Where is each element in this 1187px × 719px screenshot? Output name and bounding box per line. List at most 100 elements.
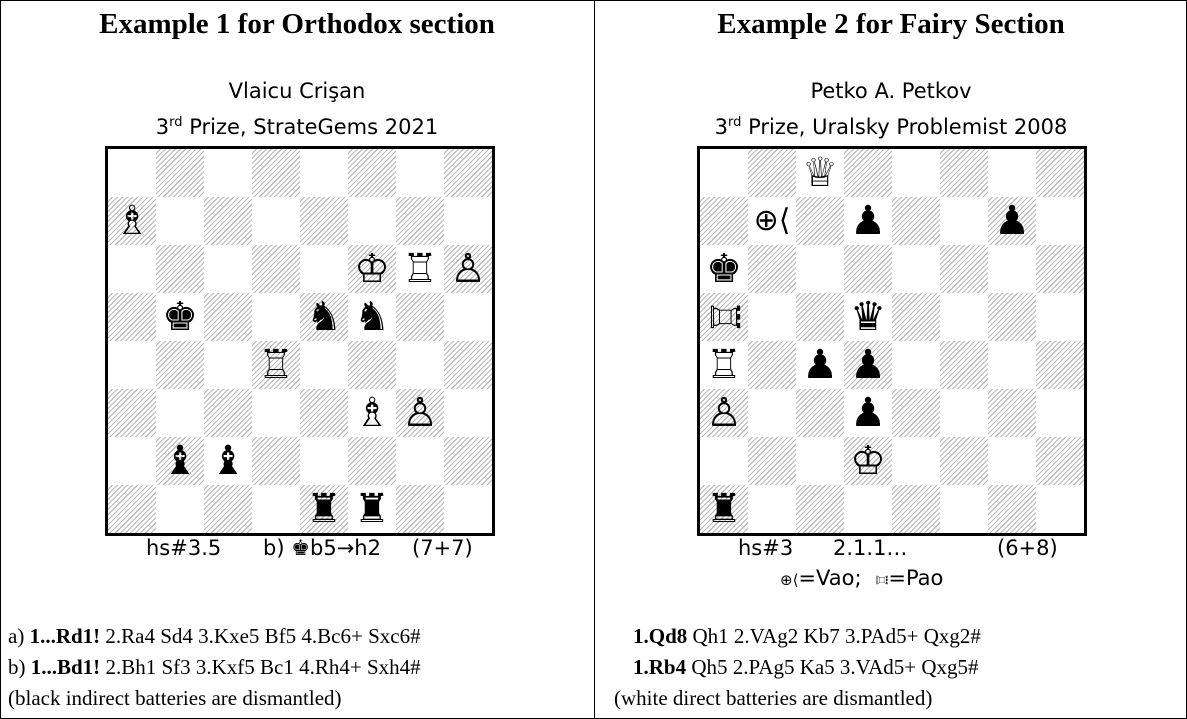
dark-square [396,485,444,533]
dark-square [844,245,892,293]
light-square [300,437,348,485]
dark-square [1036,437,1084,485]
dark-square [444,437,492,485]
dark-square [796,485,844,533]
dark-square [300,293,348,341]
right-heading: Example 2 for Fairy Section [717,8,1065,40]
pao-legend-icon: ♖ [872,573,891,587]
light-square [204,245,252,293]
white-rook-icon: ♖ [706,342,742,388]
dark-square [700,389,748,437]
light-square [1036,197,1084,245]
dark-square [1036,149,1084,197]
dark-square [252,149,300,197]
vao-legend-icon: ⊕⟨ [780,571,799,589]
white-pawn-icon: ♙ [706,390,742,436]
left-twin: b) ♚b5→h2 [263,536,381,560]
light-square [252,197,300,245]
dark-square [204,293,252,341]
dark-square [844,437,892,485]
dark-square [940,341,988,389]
light-square [300,245,348,293]
white-bishop-icon: ♗ [114,198,150,244]
black-pawn-icon: ♟ [850,342,886,388]
dark-square [700,293,748,341]
left-heading: Example 1 for Orthodox section [99,8,495,40]
dark-square [108,293,156,341]
light-square [796,437,844,485]
table-border-left [0,0,1,719]
dark-square [108,485,156,533]
left-piece-count: (7+7) [412,536,473,560]
dark-square [348,245,396,293]
black-knight-icon: ♞ [306,294,342,340]
right-chessboard: ♕⊕⟨♟♟♚♖♛♖♟♟♙♟♔♜ [697,146,1087,536]
dark-square [1036,245,1084,293]
light-square [892,437,940,485]
dark-square [204,197,252,245]
light-square [748,485,796,533]
light-square [940,485,988,533]
light-square [300,341,348,389]
light-square [796,245,844,293]
light-square [444,389,492,437]
dark-square [300,389,348,437]
white-pawn-icon: ♙ [402,390,438,436]
white-king-icon: ♔ [354,246,390,292]
black-rook-icon: ♜ [706,486,742,532]
dark-square [748,149,796,197]
dark-square [396,197,444,245]
light-square [892,245,940,293]
dark-square [940,437,988,485]
black-pawn-icon: ♟ [850,390,886,436]
right-note: (white direct batteries are dismantled) [614,686,933,710]
light-square [396,341,444,389]
left-solution-b: b) 1...Bd1! 2.Bh1 Sf3 3.Kxf5 Bc1 4.Rh4+ … [8,655,421,679]
light-square [348,197,396,245]
white-pawn-icon: ♙ [450,246,486,292]
right-solution-2: 1.Rb4 Qh5 2.PAg5 Ka5 3.VAd5+ Qxg5# [633,655,979,679]
light-square [700,149,748,197]
left-solution-a: a) 1...Rd1! 2.Ra4 Sd4 3.Kxe5 Bf5 4.Bc6+ … [8,624,421,648]
dark-square [444,149,492,197]
dark-square [748,437,796,485]
dark-square [940,149,988,197]
dark-square [748,341,796,389]
right-author: Petko A. Petkov [810,79,972,103]
black-rook-icon: ♜ [354,486,390,532]
light-square [396,149,444,197]
dark-square [444,245,492,293]
black-king-icon: ♚ [706,246,742,292]
light-square [1036,293,1084,341]
white-rook-icon: ♖ [258,342,294,388]
black-rook-icon: ♜ [306,486,342,532]
dark-square [700,485,748,533]
white-vao-icon: ⊕⟨ [753,203,791,238]
dark-square [300,197,348,245]
black-pawn-icon: ♟ [994,198,1030,244]
right-legend: ⊕⟨=Vao; ♖=Pao [780,566,944,590]
dark-square [988,485,1036,533]
dark-square [796,293,844,341]
dark-square [204,485,252,533]
dark-square [796,197,844,245]
table-column-divider [594,0,595,719]
left-award: 3rd Prize, StrateGems 2021 [155,115,439,139]
dark-square [108,389,156,437]
light-square [892,341,940,389]
right-award: 3rd Prize, Uralsky Problemist 2008 [714,115,1068,139]
light-square [940,197,988,245]
dark-square [156,341,204,389]
dark-square [940,245,988,293]
light-square [1036,485,1084,533]
black-pawn-icon: ♟ [802,342,838,388]
dark-square [892,389,940,437]
right-solution-1: 1.Qd8 Qh1 2.VAg2 Kb7 3.PAd5+ Qxg2# [633,624,981,648]
light-square [108,437,156,485]
white-pao-icon: ♖ [701,299,747,335]
black-king-icon: ♚ [162,294,198,340]
dark-square [156,245,204,293]
light-square [252,293,300,341]
right-piece-count: (6+8) [997,536,1058,560]
dark-square [844,341,892,389]
